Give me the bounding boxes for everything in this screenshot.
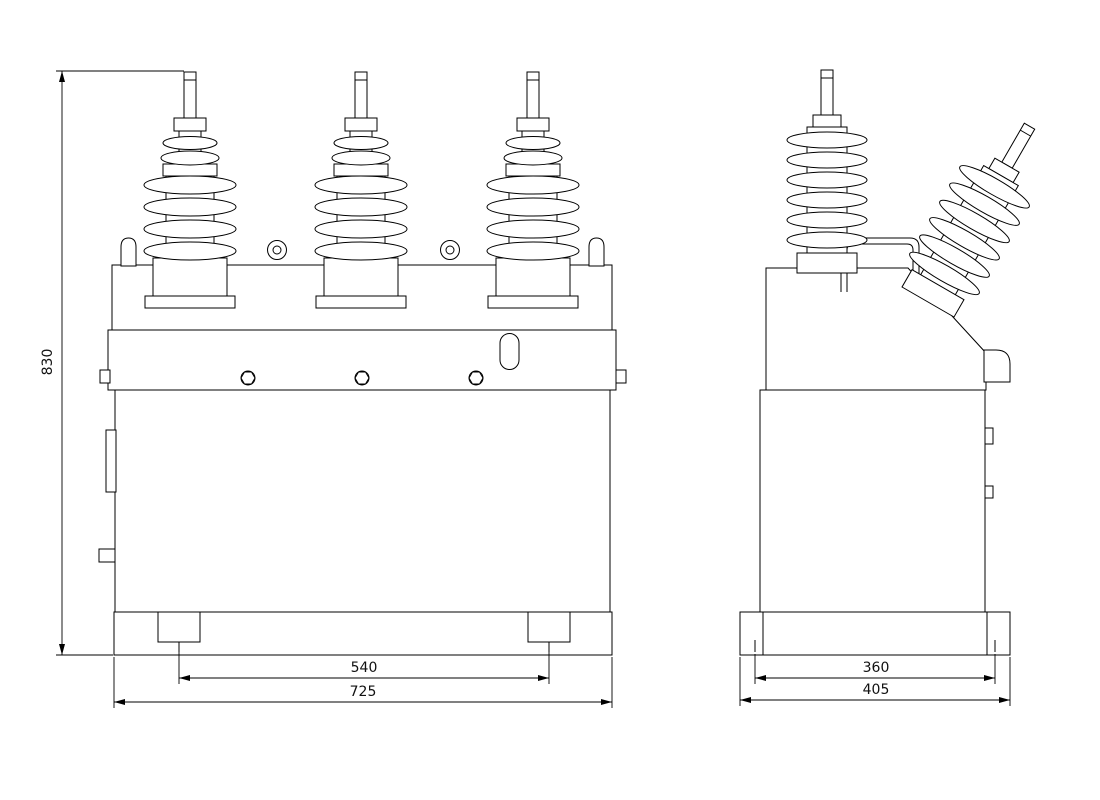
dim-label-360: 360 bbox=[863, 660, 890, 676]
front-view bbox=[98, 71, 627, 656]
front-tank-body bbox=[98, 389, 611, 613]
dim-label-725: 725 bbox=[350, 684, 377, 700]
side-view bbox=[739, 69, 1065, 656]
dimension-side-overall-depth: 405 bbox=[739, 657, 1011, 706]
band-end-tab-right bbox=[615, 369, 627, 384]
bushing-front-3 bbox=[486, 71, 580, 309]
dimension-front-overall-width: 725 bbox=[113, 657, 613, 708]
front-base bbox=[113, 611, 613, 656]
bushing-front-2 bbox=[314, 71, 408, 309]
dimension-overall-height: 830 bbox=[40, 70, 184, 656]
slope-bracket bbox=[983, 349, 1011, 383]
side-terminal-block bbox=[98, 548, 116, 563]
flange-bolt-2 bbox=[354, 370, 370, 386]
mounting-foot-right bbox=[527, 611, 571, 643]
keyhole-slot bbox=[499, 333, 520, 370]
flange-bolt-1 bbox=[240, 370, 256, 386]
side-plate bbox=[105, 429, 117, 493]
lifting-hook-right bbox=[588, 237, 605, 267]
bushing-front-1 bbox=[143, 71, 237, 309]
side-base bbox=[739, 611, 1011, 656]
lifting-ring-left bbox=[267, 240, 287, 260]
side-tank-body bbox=[759, 389, 986, 613]
band-end-tab-left bbox=[99, 369, 111, 384]
dimension-front-foot-spacing: 540 bbox=[178, 645, 550, 684]
bushing-side-vertical bbox=[786, 69, 868, 274]
lifting-ring-right bbox=[440, 240, 460, 260]
lifting-hook-left bbox=[120, 237, 137, 267]
flange-bolt-3 bbox=[468, 370, 484, 386]
dim-label-540: 540 bbox=[351, 660, 378, 676]
dim-label-830: 830 bbox=[40, 349, 56, 376]
side-tabs bbox=[984, 427, 994, 499]
bushing-side-angled bbox=[892, 105, 1065, 323]
dimensions: 830 540 725 360 405 bbox=[40, 70, 1011, 708]
dimension-side-foot-spacing: 360 bbox=[754, 654, 996, 684]
dim-label-405: 405 bbox=[863, 682, 890, 698]
mounting-foot-left bbox=[157, 611, 201, 643]
